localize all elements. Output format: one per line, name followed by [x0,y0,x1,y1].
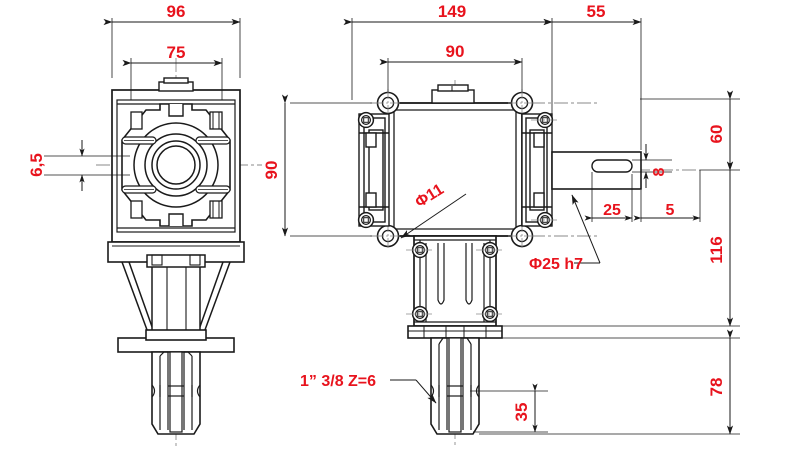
side-left-bearing-cover [358,113,390,227]
dim-25 [584,172,633,222]
dim-label-149: 149 [438,2,466,21]
side-right-cover-screws [531,111,559,229]
dim-label-96: 96 [167,2,186,21]
dim-149 [343,18,553,152]
side-right-bearing-cover [521,113,553,227]
front-cooling-slots [121,136,231,194]
dim-35 [470,383,548,433]
dim-55 [543,18,642,150]
side-vertical-housing-screws [406,241,504,323]
front-top-breather [158,77,194,92]
dim-label-90-vertical: 90 [262,161,281,180]
front-hub-circles [133,122,219,208]
dim-label-25: 25 [603,202,621,219]
dim-label-6-5: 6,5 [27,153,46,177]
front-hub-keyway [168,104,184,226]
dim-6-5 [44,140,130,191]
side-breather-plug [431,84,475,104]
front-flange-bolts [130,111,223,219]
side-view [357,80,700,448]
dim-label-116: 116 [707,236,726,263]
dim-label-75: 75 [167,43,186,62]
callout-output-shaft: Φ25 h7 [529,256,583,273]
dim-5 [633,170,701,222]
dim-90-vertical [281,94,372,237]
dim-label-5: 5 [666,202,675,219]
side-housing-body [387,102,523,237]
dim-label-60: 60 [707,125,726,144]
front-neck [146,254,206,339]
side-shaft-keyway [591,159,633,173]
dim-96 [103,18,241,78]
dim-8 [632,144,672,188]
leader-pto-spline [390,379,437,404]
front-neck-detail [151,254,201,338]
dimension-lines [44,18,740,435]
dim-label-35: 35 [512,403,531,422]
side-bottom-flange [407,325,503,339]
dim-label-90-horizontal: 90 [446,42,465,61]
dim-75 [122,58,223,100]
front-view [96,58,262,448]
dim-label-55: 55 [587,2,606,21]
dim-label-78: 78 [707,378,726,397]
front-spline-groove [151,384,201,398]
leader-bolt-hole [400,193,467,239]
dim-90-horizontal [379,58,523,92]
front-bottom-flange [117,329,235,353]
dim-78 [479,329,740,435]
dim-label-8: 8 [651,167,668,176]
dim-116 [502,161,740,327]
dim-60 [640,90,740,171]
leader-output-shaft [571,194,601,264]
side-housing-walls [392,106,518,234]
side-mounting-bosses [374,89,536,250]
callout-pto-spline: 1” 3/8 Z=6 [300,373,376,390]
front-spline-teeth [159,351,193,433]
